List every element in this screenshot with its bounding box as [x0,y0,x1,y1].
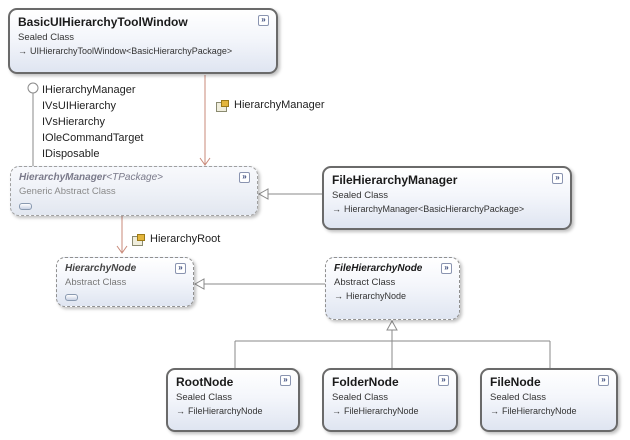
expand-chevron-icon[interactable]: » [438,375,449,386]
property-icon [132,233,145,246]
class-hierarchy-node[interactable]: HierarchyNode Abstract Class » [56,257,194,307]
class-stereotype: Sealed Class [490,392,546,403]
class-name: RootNode [176,375,234,389]
collapsed-compartment-icon [19,203,32,210]
class-name-text: HierarchyManager [19,172,107,183]
class-base-name: FileHierarchyNode [188,406,263,416]
association-label-text: HierarchyRoot [150,233,221,245]
inherits-arrow-icon: → [18,46,27,56]
class-stereotype: Generic Abstract Class [19,186,116,197]
association-arrowhead-hierarchymanager [199,157,211,166]
inheritance-triangle-leaves [386,319,398,331]
class-file-hierarchy-manager[interactable]: FileHierarchyManager Sealed Class →Hiera… [322,166,572,230]
inherits-arrow-icon: → [176,406,185,416]
interface-item: IOleCommandTarget [42,132,144,144]
class-stereotype: Sealed Class [176,392,232,403]
expand-chevron-icon[interactable]: » [598,375,609,386]
property-icon [216,99,229,112]
association-label-hierarchyroot[interactable]: HierarchyRoot [132,233,221,246]
class-base-name: HierarchyNode [346,291,407,301]
expand-chevron-icon[interactable]: » [239,172,250,183]
association-label-hierarchymanager[interactable]: HierarchyManager [216,99,325,112]
interface-item: IVsUIHierarchy [42,100,116,112]
class-base-name: FileHierarchyNode [502,406,577,416]
class-type-param: <TPackage> [106,172,163,183]
expand-chevron-icon[interactable]: » [175,263,186,274]
class-root-node[interactable]: RootNode Sealed Class →FileHierarchyNode… [166,368,300,432]
class-name: FolderNode [332,375,399,389]
class-folder-node[interactable]: FolderNode Sealed Class →FileHierarchyNo… [322,368,458,432]
class-name: FileHierarchyManager [332,173,458,187]
class-base: →FileHierarchyNode [176,406,290,416]
class-base: →HierarchyManager<BasicHierarchyPackage> [332,204,562,214]
class-base: →FileHierarchyNode [490,406,608,416]
class-file-hierarchy-node[interactable]: FileHierarchyNode Abstract Class →Hierar… [325,257,460,320]
class-stereotype: Abstract Class [334,277,396,288]
class-basic-ui-hierarchy-tool-window[interactable]: BasicUIHierarchyToolWindow Sealed Class … [8,8,278,74]
class-name: FileNode [490,375,541,389]
class-base-name: UIHierarchyToolWindow<BasicHierarchyPack… [30,46,233,56]
class-base: →HierarchyNode [334,291,451,301]
association-label-text: HierarchyManager [234,99,325,111]
interface-list: IHierarchyManager IVsUIHierarchy IVsHier… [42,82,144,162]
interface-lollipop-icon [27,82,39,94]
interface-item: IDisposable [42,148,100,160]
class-name: HierarchyManager<TPackage> [19,172,249,183]
class-file-node[interactable]: FileNode Sealed Class →FileHierarchyNode… [480,368,618,432]
interface-item: IVsHierarchy [42,116,105,128]
class-stereotype: Sealed Class [18,32,74,43]
class-base: →FileHierarchyNode [332,406,448,416]
inheritance-triangle-file-node [193,278,205,290]
association-arrowhead-hierarchyroot [116,245,128,254]
class-hierarchy-manager[interactable]: HierarchyManager<TPackage> Generic Abstr… [10,166,258,216]
expand-chevron-icon[interactable]: » [552,173,563,184]
inherits-arrow-icon: → [490,406,499,416]
interface-item: IHierarchyManager [42,84,136,96]
inherits-arrow-icon: → [332,406,341,416]
expand-chevron-icon[interactable]: » [280,375,291,386]
class-base-name: HierarchyManager<BasicHierarchyPackage> [344,204,525,214]
collapsed-compartment-icon [65,294,78,301]
inheritance-triangle-file-manager [257,188,269,200]
class-stereotype: Sealed Class [332,190,388,201]
expand-chevron-icon[interactable]: » [441,263,452,274]
class-stereotype: Sealed Class [332,392,388,403]
class-name: BasicUIHierarchyToolWindow [18,15,188,29]
inherits-arrow-icon: → [332,204,341,214]
class-name: FileHierarchyNode [334,263,423,274]
class-base-name: FileHierarchyNode [344,406,419,416]
inherits-arrow-icon: → [334,291,343,301]
expand-chevron-icon[interactable]: » [258,15,269,26]
class-stereotype: Abstract Class [65,277,127,288]
class-name: HierarchyNode [65,263,137,274]
class-base: →UIHierarchyToolWindow<BasicHierarchyPac… [18,46,268,56]
